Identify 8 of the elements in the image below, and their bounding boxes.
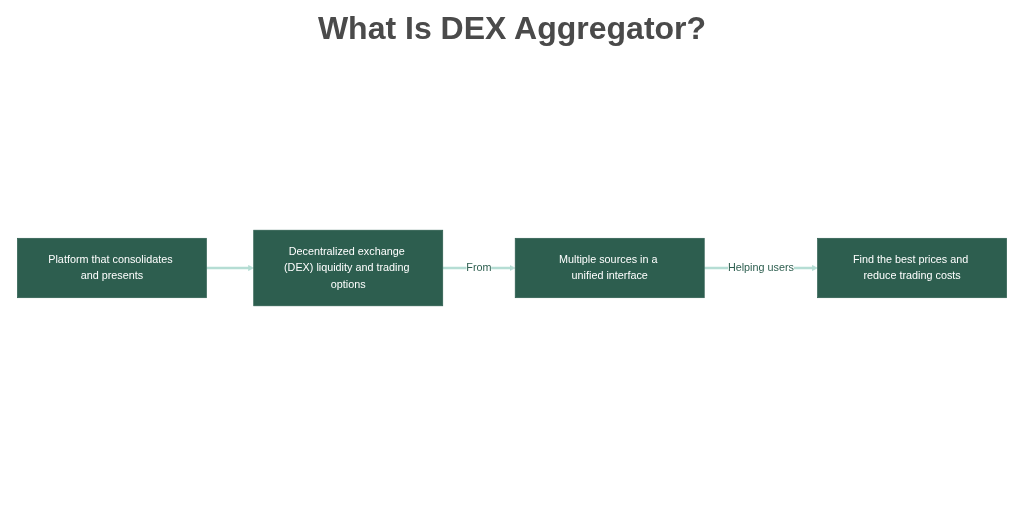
diagram-title: What Is DEX Aggregator? bbox=[316, 10, 708, 47]
node-box: Decentralized exchange (DEX) liquidity and trading options bbox=[253, 229, 444, 307]
node-box: Platform that consolidates and presents bbox=[17, 237, 207, 299]
node-box: Find the best prices and reduce trading costs bbox=[817, 237, 1007, 299]
arrow bbox=[206, 265, 254, 271]
edge-label: From bbox=[466, 261, 492, 274]
edge-label: Helping users bbox=[727, 261, 794, 274]
node-box: Multiple sources in a unified interface bbox=[514, 237, 705, 299]
